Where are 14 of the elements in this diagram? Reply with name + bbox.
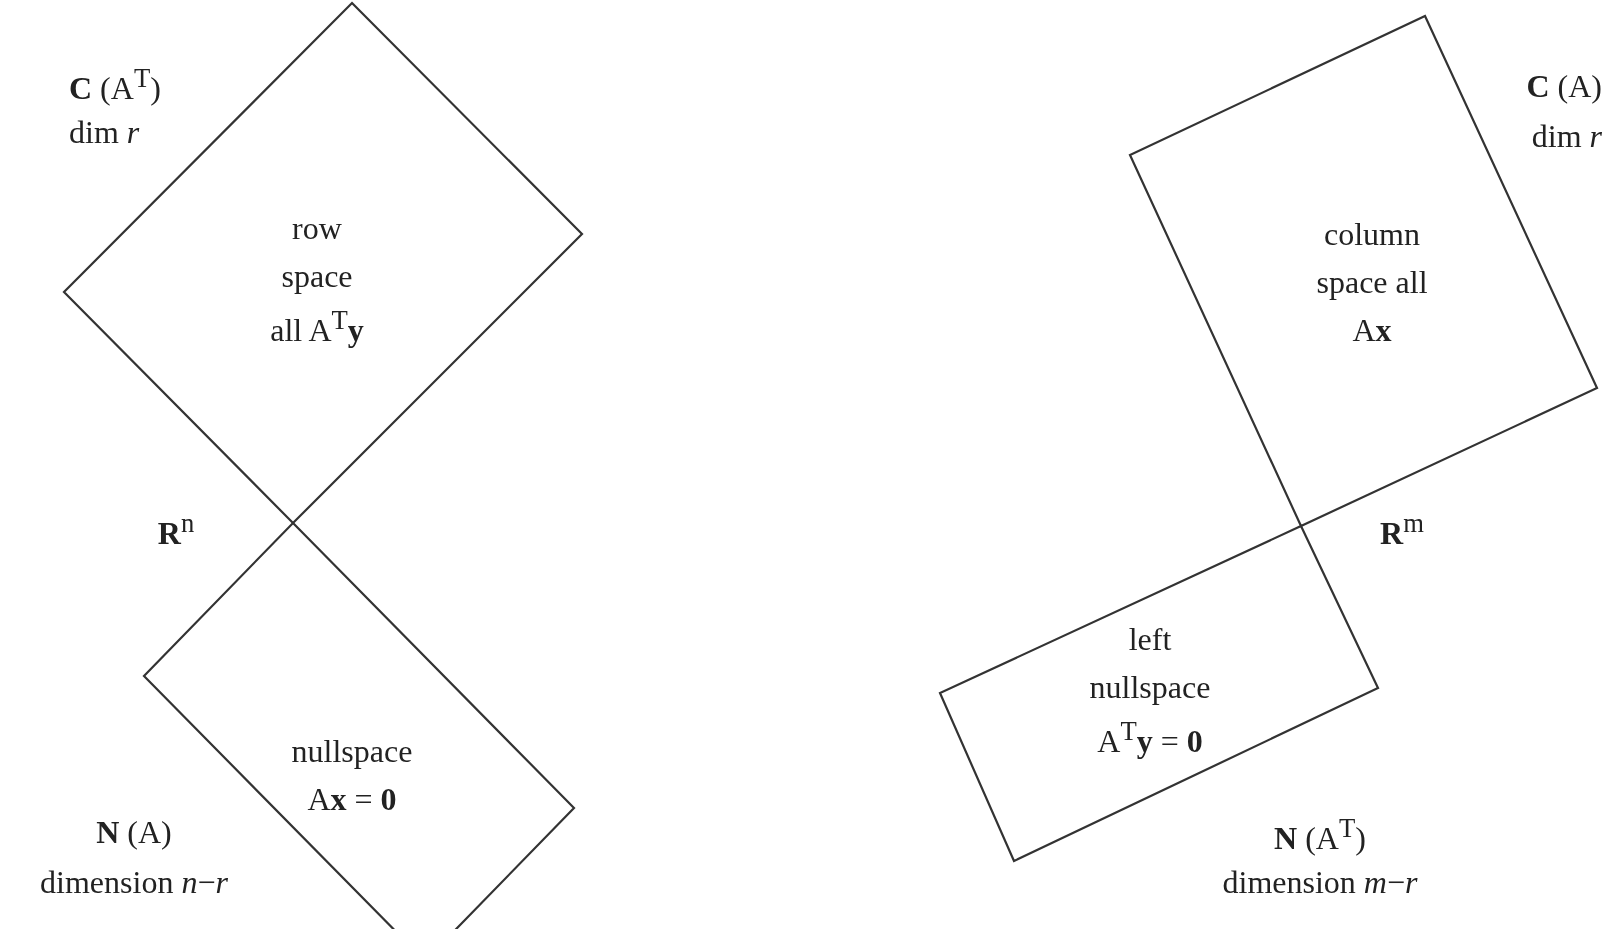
subspace-label: row space all A$^{T}$y	[269, 209, 365, 350]
subspace-symbol: N (A)	[96, 813, 172, 852]
dimension-label: dimension m−r	[1222, 863, 1418, 902]
subspace-label: left nullspace A$^{T}$y = 0	[1088, 620, 1212, 761]
subspace-symbol: N (A$^{T}$)	[1274, 812, 1366, 858]
subspace-symbol: C (A$^{T}$)	[69, 62, 161, 108]
dimension-label: dimension n−r	[40, 863, 228, 902]
dimension-label: dim r	[69, 113, 140, 152]
subspace-label: column space all Ax	[1315, 215, 1429, 350]
dimension-label: dim r	[1531, 117, 1602, 156]
space-symbol: R$^{n}$	[157, 507, 195, 553]
subspace-symbol: C (A)	[1526, 67, 1602, 106]
subspace-label: nullspace Ax = 0	[290, 732, 414, 819]
space-symbol: R$^{m}$	[1380, 507, 1424, 553]
